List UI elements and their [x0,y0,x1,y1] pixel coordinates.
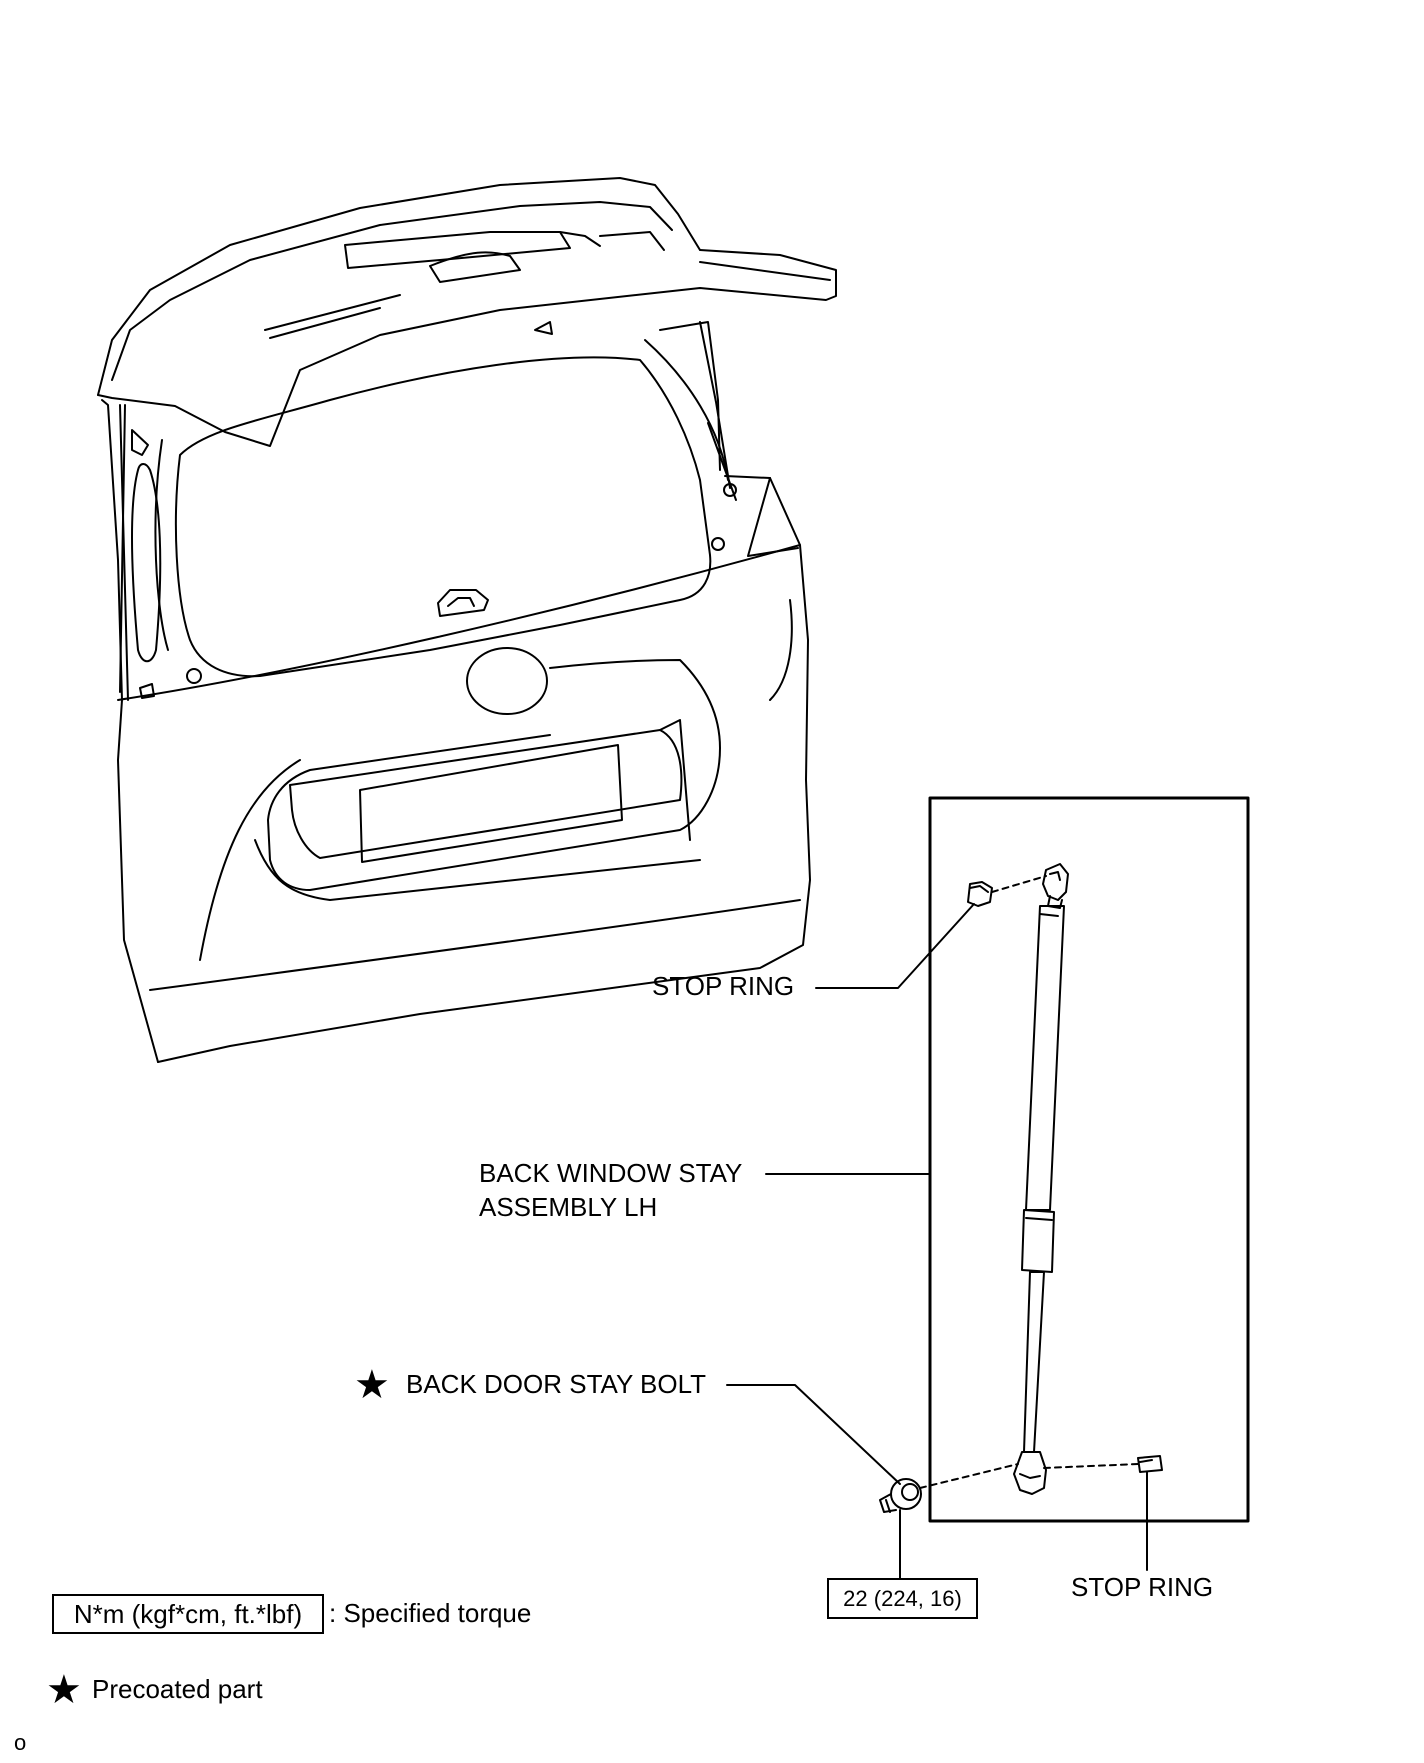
gas-stay [1013,863,1069,1495]
legend-torque-unit-box: N*m (kgf*cm, ft.*lbf) [52,1594,324,1634]
leader-lines [726,903,1148,1579]
stop-ring-upper-label: STOP RING [652,971,795,1001]
stay-bolt-label: BACK DOOR STAY BOLT [406,1369,707,1399]
stay-assembly-label-line2: ASSEMBLY LH [479,1192,658,1222]
assembly-dashed-lines [919,875,1139,1489]
stop-ring-lower-part [1137,1455,1163,1473]
footer-mark: o [14,1730,27,1755]
legend-torque-desc: : Specified torque [329,1598,532,1628]
back-door-panel [97,177,837,1063]
legend-precoated-desc: Precoated part [92,1674,263,1704]
stay-bolt-part [879,1478,922,1513]
stop-ring-lower-label: STOP RING [1071,1572,1214,1602]
star-icon: ★ [46,1667,82,1713]
stop-ring-upper-part [967,881,993,907]
detail-frame [928,796,1250,1523]
stay-assembly-label-line1: BACK WINDOW STAY [479,1158,743,1188]
star-icon: ★ [354,1362,390,1408]
torque-value-box: 22 (224, 16) [827,1578,978,1619]
